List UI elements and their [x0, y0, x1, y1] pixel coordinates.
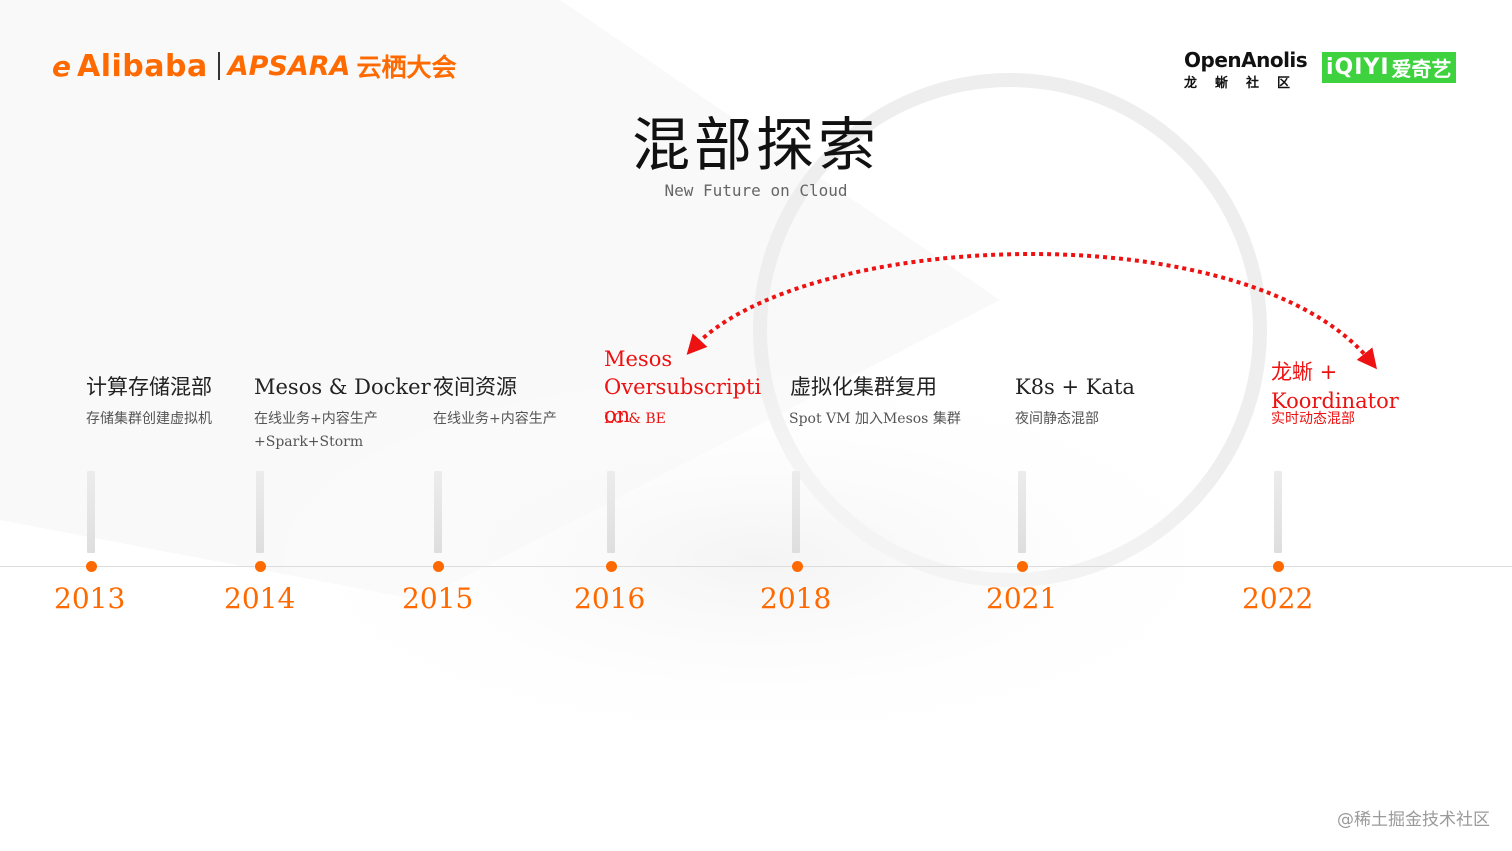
openanolis-subtitle: 龙蜥社区: [1184, 76, 1309, 91]
iqiyi-logo: iQIYI 爱奇艺: [1322, 52, 1456, 83]
timeline-dot: [1273, 561, 1284, 572]
alibaba-mark-icon: e: [52, 49, 71, 83]
timeline-year: 2014: [224, 582, 296, 615]
alibaba-apsara-logo: e Alibaba APSARA 云栖大会: [52, 48, 456, 84]
apsara-wordmark: APSARA: [227, 50, 351, 82]
timeline-year: 2022: [1242, 582, 1314, 615]
timeline-year: 2013: [54, 582, 126, 615]
timeline-dot: [606, 561, 617, 572]
iqiyi-wordmark: iQIYI: [1326, 55, 1390, 80]
timeline-label: 龙蜥 +: [1271, 360, 1338, 384]
timeline-label: Mesos & Docker: [254, 375, 431, 399]
timeline-stem: [434, 471, 442, 553]
slide-subtitle: New Future on Cloud: [664, 181, 848, 200]
timeline-year: 2016: [574, 582, 646, 615]
timeline-stem: [1274, 471, 1282, 553]
timeline-desc: 存储集群创建虚拟机: [86, 411, 212, 427]
timeline-label: K8s + Kata: [1015, 375, 1135, 399]
timeline-desc: LC & BE: [604, 411, 666, 427]
watermark: @稀土掘金技术社区: [1337, 810, 1490, 830]
timeline-label-line2: Oversubscripti: [604, 375, 762, 399]
timeline-dot: [86, 561, 97, 572]
timeline-year: 2021: [986, 582, 1058, 615]
timeline-stem: [256, 471, 264, 553]
iqiyi-chinese-name: 爱奇艺: [1391, 57, 1452, 81]
timeline-stem: [792, 471, 800, 553]
timeline-dot: [1017, 561, 1028, 572]
timeline-year: 2015: [402, 582, 474, 615]
alibaba-wordmark: Alibaba: [77, 48, 208, 84]
timeline-dot: [792, 561, 803, 572]
timeline-dot: [433, 561, 444, 572]
timeline-axis: [0, 566, 1512, 567]
timeline-label-line2: Koordinator: [1271, 389, 1399, 413]
openanolis-wordmark: OpenAnolis: [1184, 48, 1308, 72]
timeline-label: 虚拟化集群复用: [790, 375, 937, 399]
timeline-label: 夜间资源: [433, 375, 517, 399]
timeline-stem: [1018, 471, 1026, 553]
timeline-desc: 夜间静态混部: [1015, 411, 1099, 427]
timeline-desc: 在线业务+内容生产: [433, 411, 557, 427]
logo-divider: [217, 52, 220, 80]
timeline-desc: 实时动态混部: [1271, 411, 1355, 427]
timeline-dot: [255, 561, 266, 572]
timeline-desc-line2: +Spark+Storm: [254, 434, 364, 450]
timeline-label-line3: on: [604, 403, 631, 427]
timeline-desc: Spot VM 加入Mesos 集群: [789, 411, 961, 427]
openanolis-logo: OpenAnolis 龙蜥社区: [1184, 48, 1308, 91]
timeline-year: 2018: [760, 582, 832, 615]
event-name: 云栖大会: [356, 53, 457, 82]
timeline-desc: 在线业务+内容生产: [254, 411, 378, 427]
timeline-label: 计算存储混部: [86, 375, 212, 399]
timeline-label: Mesos: [604, 347, 673, 371]
timeline-stem: [87, 471, 95, 553]
slide-title: 混部探索: [631, 111, 880, 179]
timeline-stem: [607, 471, 615, 553]
